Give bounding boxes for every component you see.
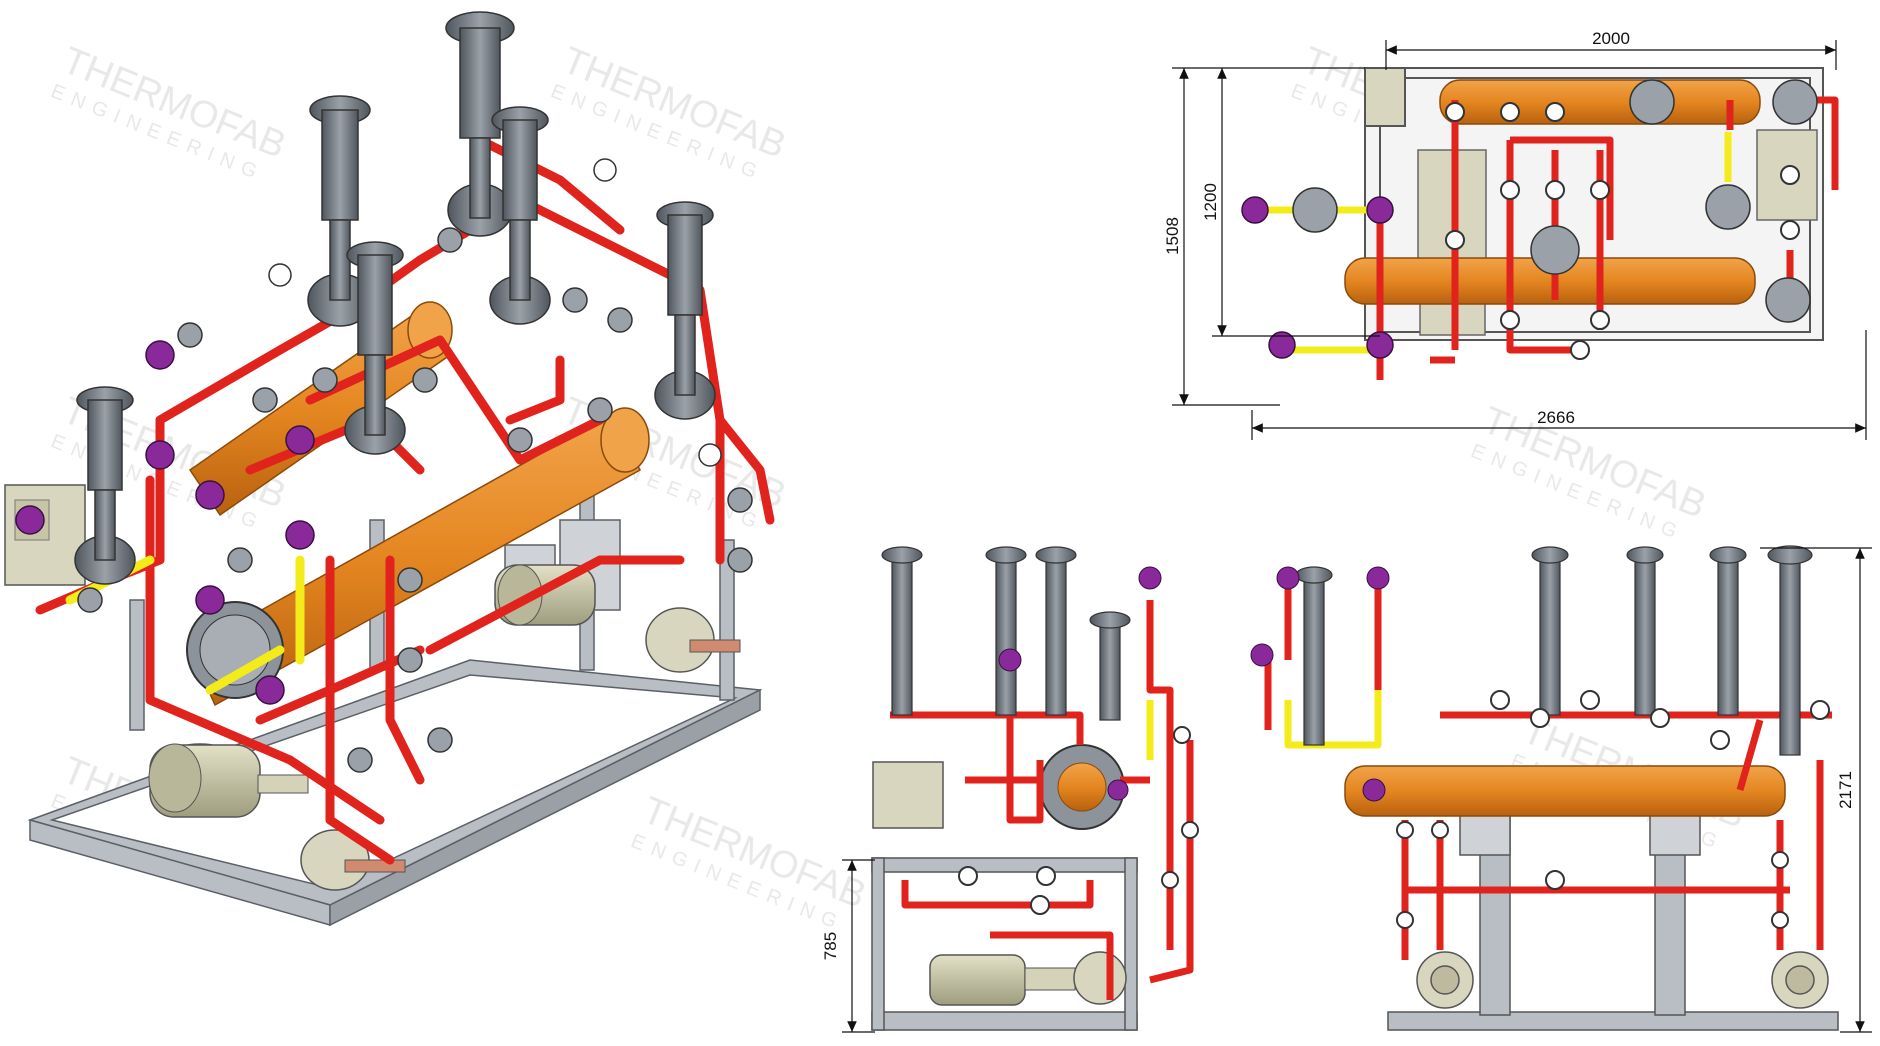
side-purple-valves bbox=[998, 566, 1162, 801]
plan-dimensions bbox=[1172, 40, 1867, 440]
front-purple-valves bbox=[1250, 566, 1390, 802]
control-valve bbox=[344, 241, 406, 455]
dim-label-2000: 2000 bbox=[1592, 29, 1630, 48]
side-pump-motor bbox=[929, 951, 1127, 1006]
control-valve bbox=[445, 11, 515, 237]
front-globe-valves bbox=[1396, 690, 1830, 929]
front-pipework bbox=[1264, 580, 1832, 960]
plan-view: 2000 2666 1508 1200 bbox=[1163, 29, 1867, 440]
dim-label-2171: 2171 bbox=[1836, 771, 1855, 809]
iso-pressure-gauges bbox=[268, 158, 722, 467]
plan-purple-valves bbox=[1241, 196, 1394, 359]
front-control-valves bbox=[1295, 545, 1813, 756]
side-pipework bbox=[890, 600, 1194, 1000]
side-view: 785 bbox=[821, 546, 1199, 1033]
side-control-box bbox=[872, 761, 944, 829]
iso-control-box bbox=[4, 484, 86, 586]
dim-label-785: 785 bbox=[821, 932, 840, 960]
dim-label-2666: 2666 bbox=[1537, 408, 1575, 427]
dim-label-1200: 1200 bbox=[1201, 183, 1220, 221]
iso-purple-valves bbox=[15, 340, 315, 705]
side-frame bbox=[871, 857, 1138, 1031]
control-valve bbox=[74, 386, 136, 585]
front-tank bbox=[1344, 765, 1786, 817]
control-valve bbox=[489, 106, 551, 325]
iso-control-valves bbox=[74, 11, 716, 585]
control-valve bbox=[654, 201, 716, 420]
side-globe-valves bbox=[958, 726, 1199, 915]
isometric-view bbox=[4, 11, 775, 927]
front-yellow-pipes bbox=[1284, 690, 1382, 749]
front-dimension bbox=[1760, 547, 1872, 1033]
control-valve bbox=[307, 95, 373, 327]
plan-globe-valves bbox=[1445, 102, 1800, 360]
iso-tank-upper bbox=[188, 301, 453, 517]
dim-label-1508: 1508 bbox=[1163, 217, 1182, 255]
side-control-valves bbox=[881, 546, 1131, 721]
plan-tank-upper bbox=[1439, 79, 1761, 125]
front-pumps bbox=[1416, 951, 1829, 1009]
side-dimension bbox=[842, 859, 875, 1033]
front-frame bbox=[1387, 804, 1839, 1031]
front-view: 2171 bbox=[1250, 545, 1872, 1033]
plan-control-valves bbox=[1292, 79, 1818, 323]
iso-globe-valves bbox=[77, 227, 753, 773]
iso-pump-motor-1 bbox=[148, 743, 406, 891]
